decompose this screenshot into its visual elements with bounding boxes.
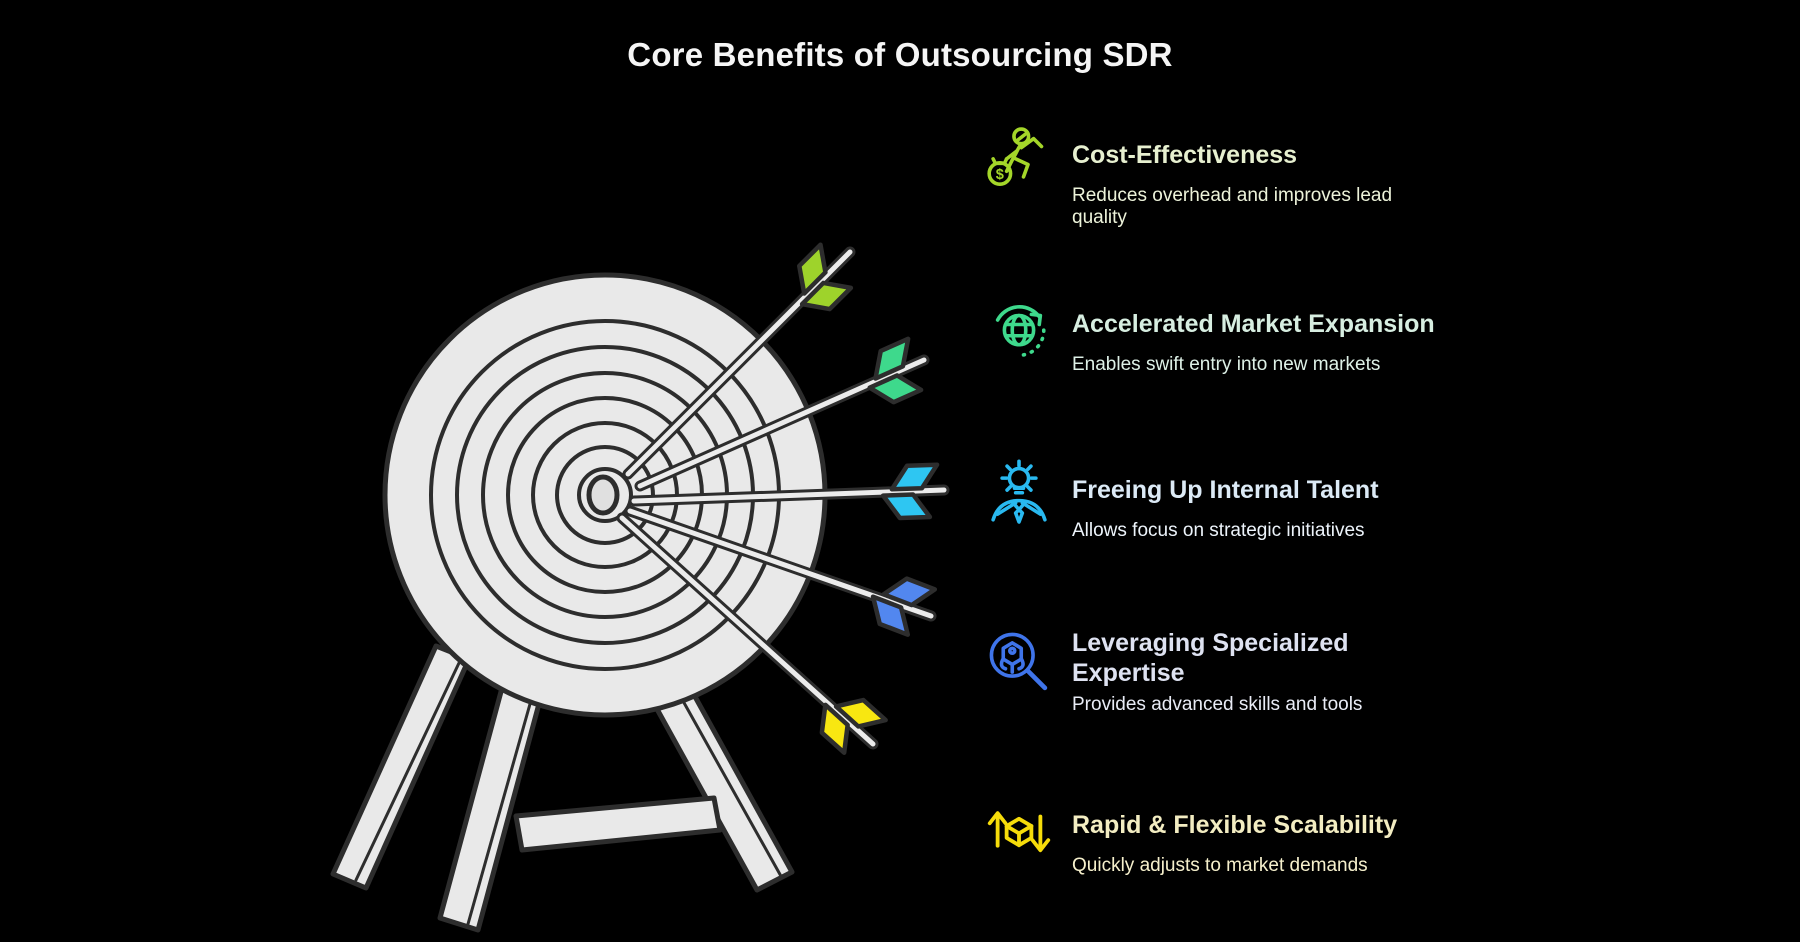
benefit-title: Leveraging Specialized Expertise (1072, 629, 1349, 687)
arrow-cyan (628, 462, 950, 521)
page-title: Core Benefits of Outsourcing SDR (627, 36, 1173, 73)
benefit-title: Cost-Effectiveness (1072, 141, 1298, 169)
arrow-emerald (634, 336, 930, 492)
cube-scale-arrows-icon (987, 811, 1051, 853)
arrow-yellowgreen (622, 242, 856, 480)
easel-crossbar (513, 795, 723, 853)
arrow-blue (624, 505, 938, 637)
bullseye (586, 474, 620, 516)
benefit-description: Provides advanced skills and tools (1072, 694, 1363, 715)
svg-text:$: $ (996, 167, 1004, 183)
benefit-description: Enables swift entry into new markets (1072, 354, 1381, 375)
benefit-title: Accelerated Market Expansion (1072, 310, 1435, 338)
benefit-description: Quickly adjusts to market demands (1072, 855, 1368, 876)
lightbulb-person-icon (991, 459, 1047, 524)
arrows (616, 242, 950, 755)
money-runner-icon: $ (987, 127, 1044, 186)
magnifier-expert-icon (989, 632, 1048, 691)
benefit-description: Allows focus on strategic initiatives (1072, 520, 1365, 541)
target-illustration (330, 242, 950, 933)
globe-expansion-icon (995, 305, 1046, 357)
benefit-description: Reduces overhead and improves lead quali… (1072, 185, 1393, 228)
easel-legs (330, 643, 795, 933)
benefit-title: Freeing Up Internal Talent (1072, 476, 1379, 504)
benefit-title: Rapid & Flexible Scalability (1072, 811, 1398, 839)
arrow-yellow (616, 512, 888, 755)
